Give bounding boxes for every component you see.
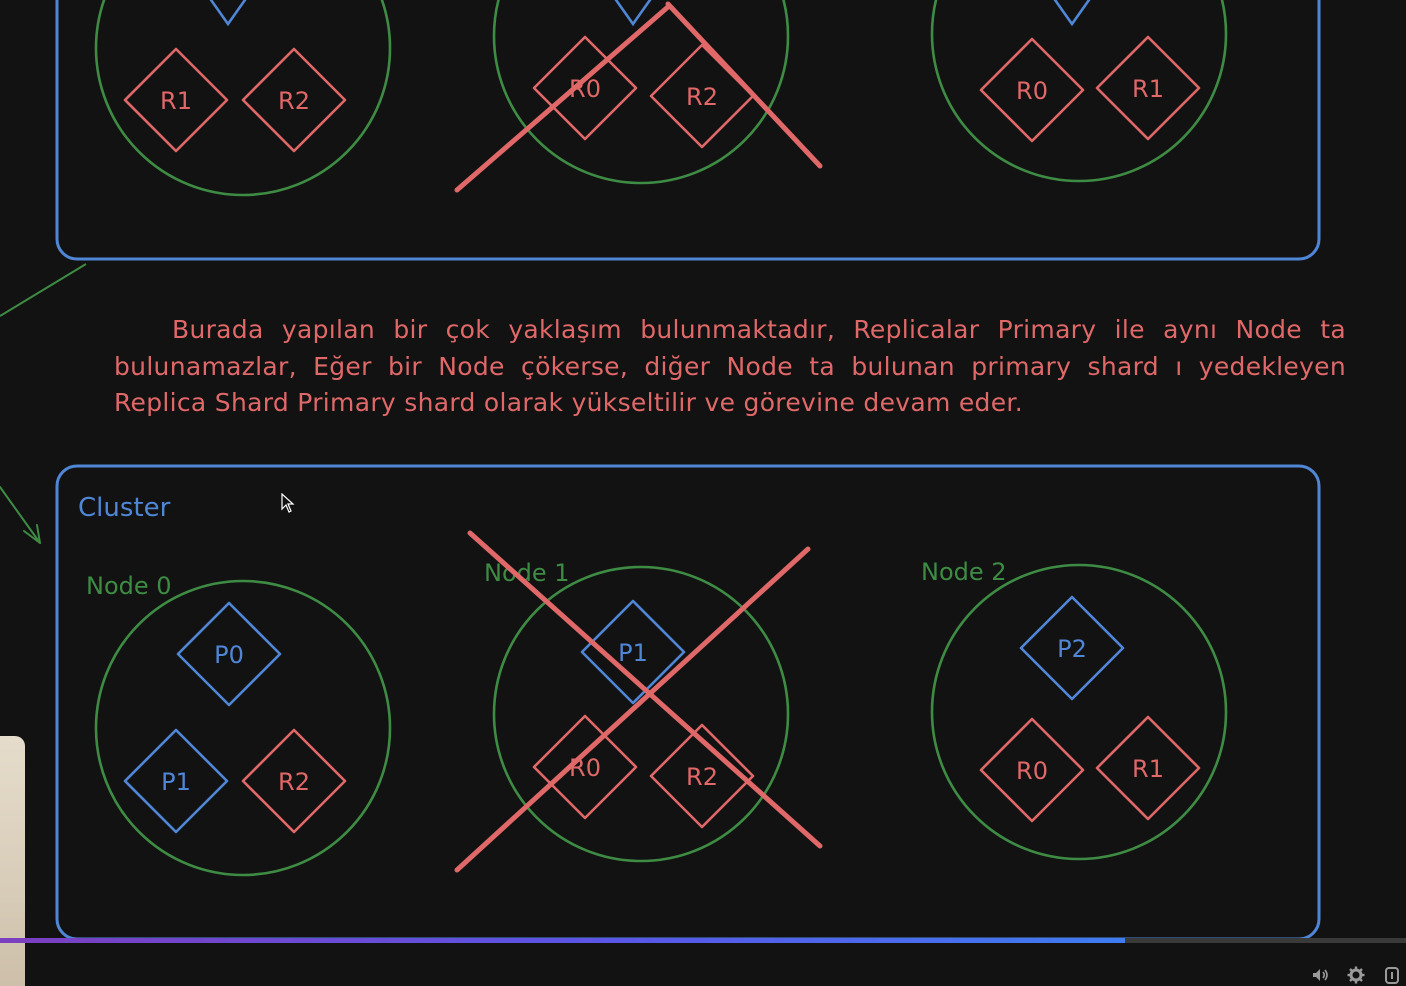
replica-shard: R0 <box>979 717 1085 823</box>
replica-shard: R2 <box>649 723 755 829</box>
top-node-1: R0 R2 <box>454 0 823 193</box>
shard-label: R2 <box>686 83 718 111</box>
cropped-primary-shard <box>1053 0 1091 27</box>
replica-shard: R0 <box>532 35 638 141</box>
shard-label: R1 <box>1132 755 1164 783</box>
shard-label: P1 <box>618 639 648 667</box>
shard-diamond <box>1019 595 1125 701</box>
shard-label: P2 <box>1057 635 1087 663</box>
info-icon[interactable] <box>1382 965 1402 985</box>
shard-diamond <box>123 728 229 834</box>
node-circle <box>930 563 1228 861</box>
replica-shard: R0 <box>979 37 1085 143</box>
shard-diamond <box>123 47 229 153</box>
crossed-out-mark <box>454 1 823 193</box>
replica-shard: R2 <box>241 728 347 834</box>
shard-diamond <box>979 717 1085 823</box>
replica-shard: R1 <box>123 47 229 153</box>
shard-label: R0 <box>1016 757 1048 785</box>
shard-label: R2 <box>278 87 310 115</box>
primary-shard: P1 <box>580 599 686 705</box>
node-circle <box>492 0 790 185</box>
shard-diamond <box>979 37 1085 143</box>
shard-diamond <box>532 35 638 141</box>
shard-label: R2 <box>686 763 718 791</box>
node-circle <box>492 565 790 863</box>
replica-shard: R1 <box>1095 35 1201 141</box>
primary-shard: P2 <box>1019 595 1125 701</box>
cluster-title: Cluster <box>78 493 171 523</box>
settings-icon[interactable] <box>1346 965 1366 985</box>
shard-label: P1 <box>161 768 191 796</box>
shard-label: R1 <box>1132 75 1164 103</box>
cross-line <box>467 530 823 849</box>
cross-line <box>454 3 672 193</box>
explanation-note: Burada yapılan bir çok yaklaşım bulunmak… <box>114 315 1346 417</box>
shard-diamond <box>176 601 282 707</box>
replica-shard: R2 <box>649 43 755 149</box>
top-cluster-nodes: R1 R2 R0 R2 R0 R1 <box>94 0 1228 197</box>
player-controls <box>1286 964 1406 986</box>
top-node-2: R0 R1 <box>930 0 1228 183</box>
crossed-out-mark <box>454 530 823 873</box>
cross-line <box>665 1 823 169</box>
flow-arrow-head <box>0 486 41 544</box>
flow-arrow <box>0 263 87 317</box>
bottom-cluster-box <box>55 464 1321 941</box>
video-progress-bar[interactable] <box>0 938 1406 943</box>
shard-diamond <box>580 599 686 705</box>
node-label: Node 2 <box>921 558 1007 586</box>
shard-diamond <box>649 723 755 829</box>
cross-line <box>454 546 811 873</box>
shard-diamond <box>241 728 347 834</box>
cropped-primary-shard <box>614 0 652 27</box>
shard-label: R2 <box>278 768 310 796</box>
volume-icon[interactable] <box>1310 965 1330 985</box>
replica-shard: R0 <box>532 714 638 820</box>
shard-diamond <box>1095 35 1201 141</box>
shard-label: P0 <box>214 641 244 669</box>
node-circle <box>94 579 392 877</box>
node-label: Node 0 <box>86 572 172 600</box>
replica-shard: R1 <box>1095 715 1201 821</box>
primary-shard: P1 <box>123 728 229 834</box>
shard-label: R1 <box>160 87 192 115</box>
primary-shard: P0 <box>176 601 282 707</box>
replica-shard: R2 <box>241 47 347 153</box>
node-circle <box>930 0 1228 183</box>
mouse-cursor-icon <box>281 493 295 513</box>
shard-diamond <box>532 714 638 820</box>
video-progress-fill <box>0 938 1125 943</box>
node-circle <box>94 0 392 197</box>
shard-diamond <box>1095 715 1201 821</box>
webcam-overlay <box>0 736 25 986</box>
cropped-primary-shard <box>209 0 247 27</box>
shard-label: R0 <box>569 754 601 782</box>
shard-label: R0 <box>1016 77 1048 105</box>
top-cluster-box <box>55 0 1321 261</box>
shard-diamond <box>241 47 347 153</box>
top-node-0: R1 R2 <box>94 0 392 197</box>
